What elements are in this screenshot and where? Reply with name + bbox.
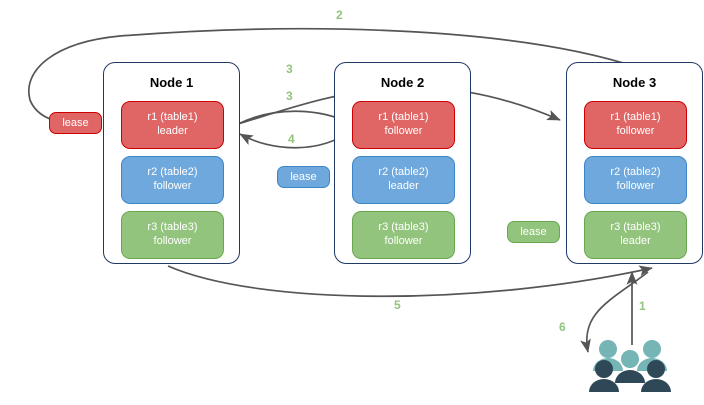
replica-name: r3 (table3) [147,221,198,234]
edge-label-6: 6 [559,320,566,334]
replica-r3-node3[interactable]: r3 (table3) leader [584,211,687,259]
lease-badge-blue[interactable]: lease [277,166,330,188]
edge-6 [580,271,649,353]
edge-2 [28,27,646,128]
replica-role: follower [384,125,423,137]
replica-name: r1 (table1) [378,111,429,124]
node-container-1[interactable]: Node 1 r1 (table1) leader r2 (table2) fo… [103,62,240,264]
users-icon [589,340,671,392]
replica-r2-node1[interactable]: r2 (table2) follower [121,156,224,204]
replica-role: follower [384,235,423,247]
edge-label-5: 5 [394,298,401,312]
replica-role: leader [388,180,419,192]
replica-r2-node3[interactable]: r2 (table2) follower [584,156,687,204]
node-title: Node 3 [612,75,657,90]
node-title: Node 1 [149,75,194,90]
replica-role: leader [157,125,188,137]
replica-role: follower [153,180,192,192]
edge-label-1: 1 [639,299,646,313]
replica-name: r3 (table3) [378,221,429,234]
replica-name: r1 (table1) [610,111,661,124]
lease-badge-red[interactable]: lease [49,112,102,134]
replica-r2-node2[interactable]: r2 (table2) leader [352,156,455,204]
node-container-3[interactable]: Node 3 r1 (table1) follower r2 (table2) … [566,62,703,264]
replica-name: r1 (table1) [147,111,198,124]
edge-label-4: 4 [288,132,295,146]
replica-r1-node3[interactable]: r1 (table1) follower [584,101,687,149]
node-container-2[interactable]: Node 2 r1 (table1) follower r2 (table2) … [334,62,471,264]
replica-name: r2 (table2) [610,166,661,179]
replica-name: r2 (table2) [378,166,429,179]
replica-name: r3 (table3) [610,221,661,234]
replica-r1-node2[interactable]: r1 (table1) follower [352,101,455,149]
replica-r3-node2[interactable]: r3 (table3) follower [352,211,455,259]
edge-label-2: 2 [336,8,343,22]
replica-role: follower [153,235,192,247]
node-title: Node 2 [380,75,425,90]
lease-badge-green[interactable]: lease [507,221,560,243]
edge-label-3a: 3 [286,62,293,76]
replica-role: follower [616,180,655,192]
replica-r3-node1[interactable]: r3 (table3) follower [121,211,224,259]
replica-name: r2 (table2) [147,166,198,179]
replica-r1-node1[interactable]: r1 (table1) leader [121,101,224,149]
edge-5 [167,265,653,298]
replica-role: leader [620,235,651,247]
replica-role: follower [616,125,655,137]
edge-label-3b: 3 [286,89,293,103]
